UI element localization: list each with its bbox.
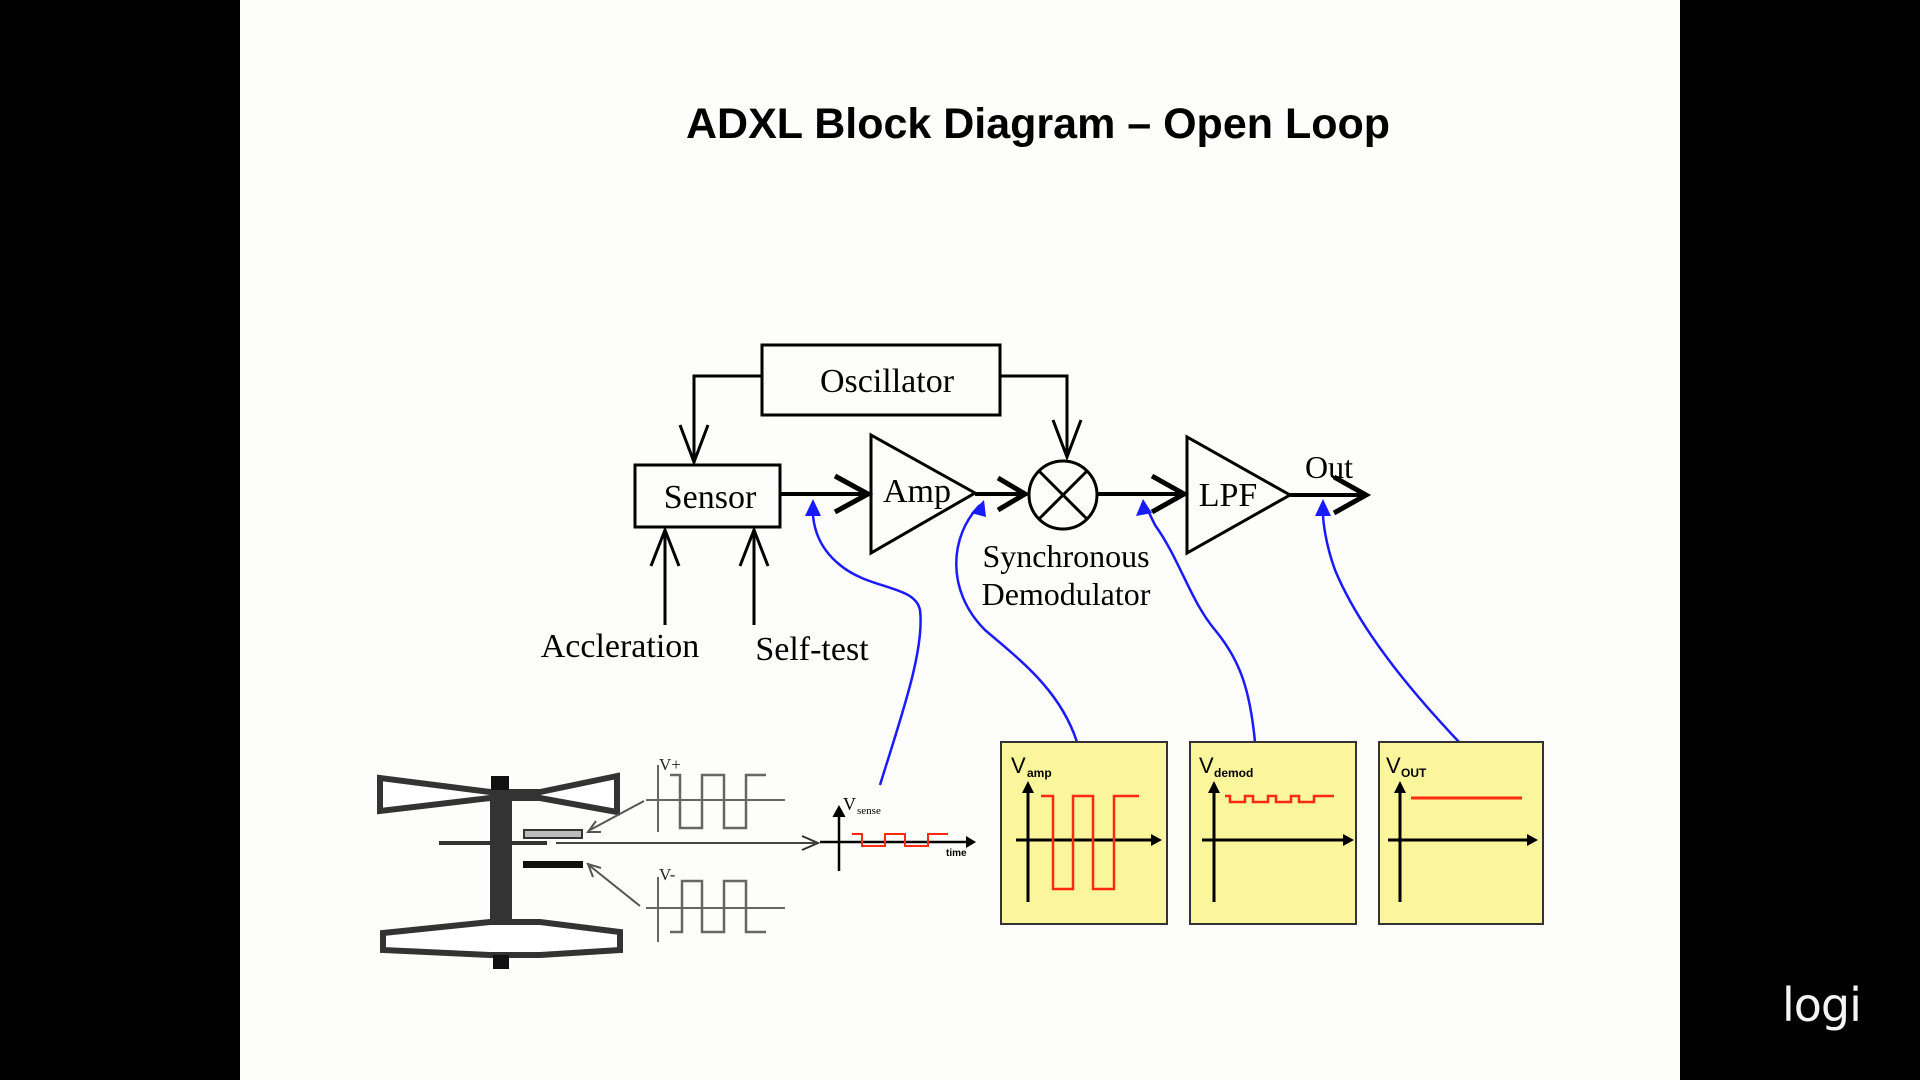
logitech-logo: logi [1782, 978, 1862, 1032]
slide-title: ADXL Block Diagram – Open Loop [685, 100, 1391, 148]
vsense-label-main: V [843, 794, 856, 814]
vamp-label-sub: amp [1027, 766, 1052, 780]
annotation-arrowheads [805, 499, 1331, 517]
demodulator-to-lpf-arrow [1097, 473, 1190, 515]
vamp-label-main: V [1011, 753, 1026, 778]
demodulator-label-line1: Synchronous [982, 538, 1149, 574]
acceleration-input-arrow [649, 525, 681, 625]
amp-block: Amp [869, 432, 979, 556]
v-minus-label: V- [659, 865, 676, 884]
arrowhead-icon [805, 499, 821, 516]
v-plus-waveform [646, 765, 785, 832]
arrowhead-icon [971, 500, 986, 517]
vamp-plot-panel: V amp [1000, 741, 1168, 925]
vdemod-plot-panel: V demod [1189, 741, 1357, 925]
vsense-x-axis-label: time [946, 848, 967, 859]
v-minus-waveform [646, 877, 785, 942]
sensor-mechanical-drawing [377, 772, 821, 969]
arrowhead-icon [1136, 499, 1152, 516]
demodulator-label-line2: Demodulator [982, 576, 1151, 612]
acceleration-label: Accleration [541, 628, 700, 665]
lpf-block: LPF [1185, 434, 1294, 556]
oscillator-to-demodulator-arrow [1000, 374, 1083, 462]
v-plus-label: V+ [659, 755, 681, 774]
vout-plot-panel: V OUT [1378, 741, 1544, 925]
vout-label-main: V [1386, 753, 1401, 778]
self-test-label: Self-test [755, 631, 869, 668]
output-arrow [1290, 474, 1372, 516]
sensor-label: Sensor [664, 479, 757, 516]
arrowhead-icon [1315, 499, 1331, 516]
vamp-annotation-arrow [955, 504, 1079, 743]
self-test-input-arrow [738, 525, 770, 625]
annotation-arrows [811, 504, 1460, 786]
amp-to-demodulator-arrow [975, 475, 1030, 513]
oscillator-label: Oscillator [820, 363, 955, 400]
vout-label-sub: OUT [1401, 766, 1427, 780]
vdemod-label-sub: demod [1214, 766, 1253, 780]
synchronous-demodulator-mixer [1027, 459, 1099, 531]
vsense-plot: V sense time [820, 794, 976, 871]
oscillator-to-sensor-arrow [678, 374, 762, 467]
sensor-block: Sensor [633, 463, 782, 529]
oscillator-block: Oscillator [760, 343, 1002, 417]
vout-annotation-arrow [1321, 504, 1460, 743]
sensor-to-amp-arrow [780, 473, 874, 515]
out-label: Out [1305, 449, 1353, 485]
vdemod-annotation-arrow [1143, 504, 1257, 743]
vsense-label-sub: sense [857, 805, 881, 817]
amp-label: Amp [883, 473, 951, 510]
vdemod-label-main: V [1199, 753, 1214, 778]
vsense-annotation-arrow [811, 504, 922, 786]
lpf-label: LPF [1199, 477, 1258, 514]
